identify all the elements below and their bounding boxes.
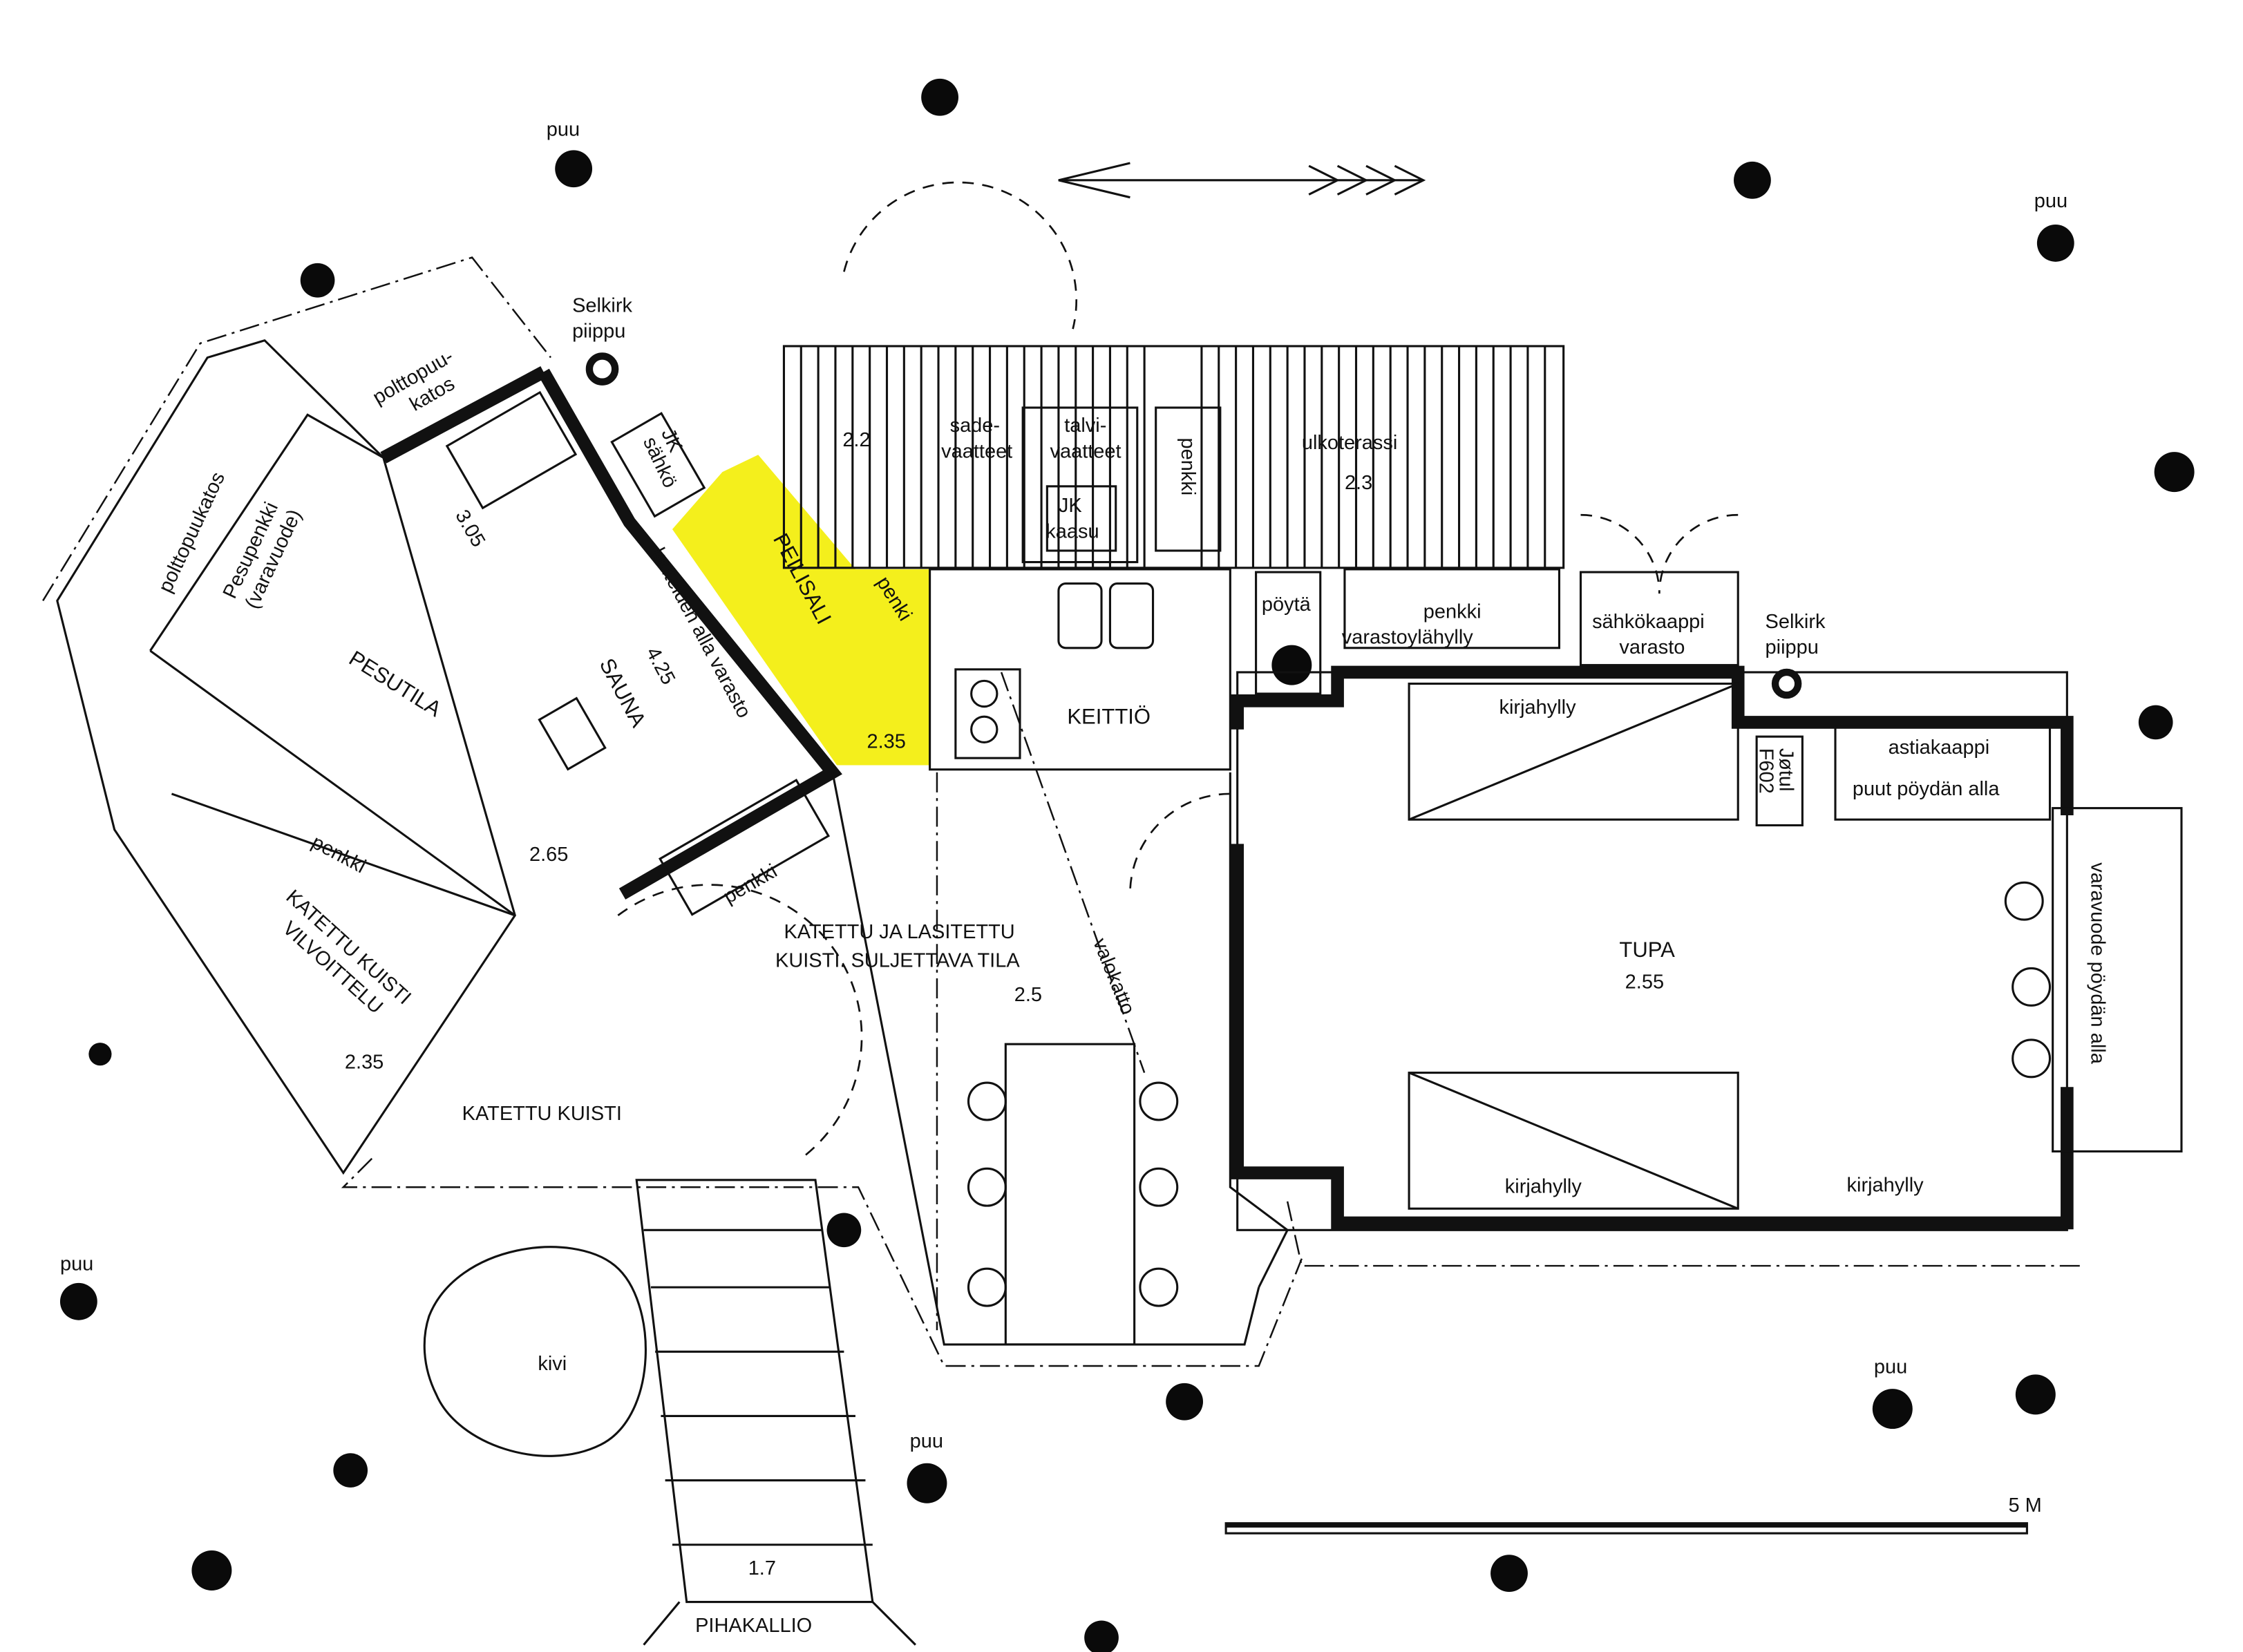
tree-icon <box>191 1550 232 1591</box>
steps <box>635 1179 916 1646</box>
height-label: 3.05 <box>451 506 489 551</box>
rock-outline <box>423 1246 647 1457</box>
tree-icon <box>300 263 335 298</box>
sauna-wing <box>42 256 842 1175</box>
height-label: 2.35 <box>345 1051 384 1073</box>
tree-icon <box>333 1453 368 1488</box>
trees <box>59 78 2195 1652</box>
room-label: penkki <box>1177 437 1199 495</box>
height-label: 2.65 <box>529 844 568 866</box>
center-wing <box>341 181 1303 1367</box>
chimney-label: Selkirk <box>1766 611 1826 633</box>
height-label: 4.25 <box>641 643 679 688</box>
tree-icon <box>555 150 593 188</box>
tree-icon <box>826 1213 862 1248</box>
scale-label: 5 M <box>2008 1494 2041 1517</box>
room-label: talvi- <box>1064 415 1106 437</box>
room-label: varavuode pöydän alla <box>2087 862 2109 1064</box>
room-label: sade- <box>950 415 1000 437</box>
room-label: vaatteet <box>1050 440 1121 462</box>
room-label: SAUNA <box>595 654 651 731</box>
stove-label: Jøtul <box>1774 748 1797 792</box>
height-label: 2.3 <box>1345 472 1372 494</box>
room-label: vaatteet <box>941 440 1012 462</box>
room-label: kirjahylly <box>1499 696 1577 719</box>
tree-icon <box>921 78 959 116</box>
tree-icon <box>1734 161 1771 199</box>
room-label: kirjahylly <box>1847 1174 1924 1196</box>
tree-label: puu <box>1874 1356 1907 1378</box>
tree-icon <box>907 1463 947 1503</box>
room-label: KATETTU KUISTI <box>462 1103 622 1125</box>
tree-icon <box>2154 452 2195 493</box>
tree-icon <box>2138 705 2173 740</box>
height-label: 2.5 <box>1014 984 1042 1006</box>
tree-icon <box>1166 1383 1203 1421</box>
height-label: 2.35 <box>867 731 906 753</box>
tree-label: puu <box>547 119 580 141</box>
north-arrow-icon <box>1058 162 1426 199</box>
room-label: varastoylähylly <box>1342 627 1473 649</box>
tree-icon <box>1084 1620 1119 1652</box>
height-label: 2.55 <box>1625 971 1664 993</box>
rock-label: kivi <box>538 1353 567 1375</box>
chimney-label: piippu <box>1766 636 1819 658</box>
chimney-label: Selkirk <box>572 294 632 316</box>
room-label: astiakaappi <box>1889 737 1990 759</box>
tree-icon <box>2015 1374 2056 1415</box>
room-label: valokatto <box>1088 935 1139 1017</box>
room-label: penkki <box>1423 600 1482 623</box>
room-label: varasto <box>1619 636 1685 658</box>
room-label: kaasu <box>1045 520 1099 542</box>
chimney-icon <box>585 352 619 386</box>
tree-icon <box>1271 645 1312 685</box>
room-label: polttopuukatos <box>154 468 229 596</box>
area-label: PIHAKALLIO <box>695 1615 812 1637</box>
tree-icon <box>88 1043 112 1066</box>
height-label: 2.2 <box>842 429 870 451</box>
tree-icon <box>1490 1555 1528 1593</box>
tree-icon <box>59 1282 97 1320</box>
room-label: KEITTIÖ <box>1067 704 1151 728</box>
tree-label: puu <box>2034 190 2067 212</box>
room-label: kirjahylly <box>1505 1175 1582 1197</box>
tree-label: puu <box>910 1430 943 1452</box>
chimney-label: piippu <box>572 321 625 343</box>
room-label: penkki <box>308 831 370 878</box>
scale-bar <box>1224 1522 2028 1535</box>
room-label: ulkoterassi <box>1302 432 1397 454</box>
room-label: sähkökaappi <box>1592 611 1705 633</box>
room-label: PESUTILA <box>345 646 446 721</box>
room-label: pöytä <box>1262 594 1312 616</box>
room-label: TUPA <box>1619 938 1675 962</box>
tree-icon <box>1872 1389 1913 1430</box>
room-label: JK <box>1059 495 1082 517</box>
terrace-hatching <box>782 345 1565 569</box>
chimney-icon <box>1771 668 1802 699</box>
tree-label: puu <box>60 1253 93 1275</box>
room-label: KATETTU JA LASITETTU <box>784 921 1014 943</box>
room-label: KUISTI. SULJETTAVA TILA <box>775 949 1020 971</box>
room-label: penkki <box>720 860 782 909</box>
room-label: puut pöydän alla <box>1853 778 2000 800</box>
height-label: 1.7 <box>748 1557 776 1579</box>
tupa-wing <box>1231 513 2183 1267</box>
tree-icon <box>2036 225 2074 262</box>
stove-label: F602 <box>1754 748 1777 794</box>
peilisali-highlight <box>672 455 930 766</box>
